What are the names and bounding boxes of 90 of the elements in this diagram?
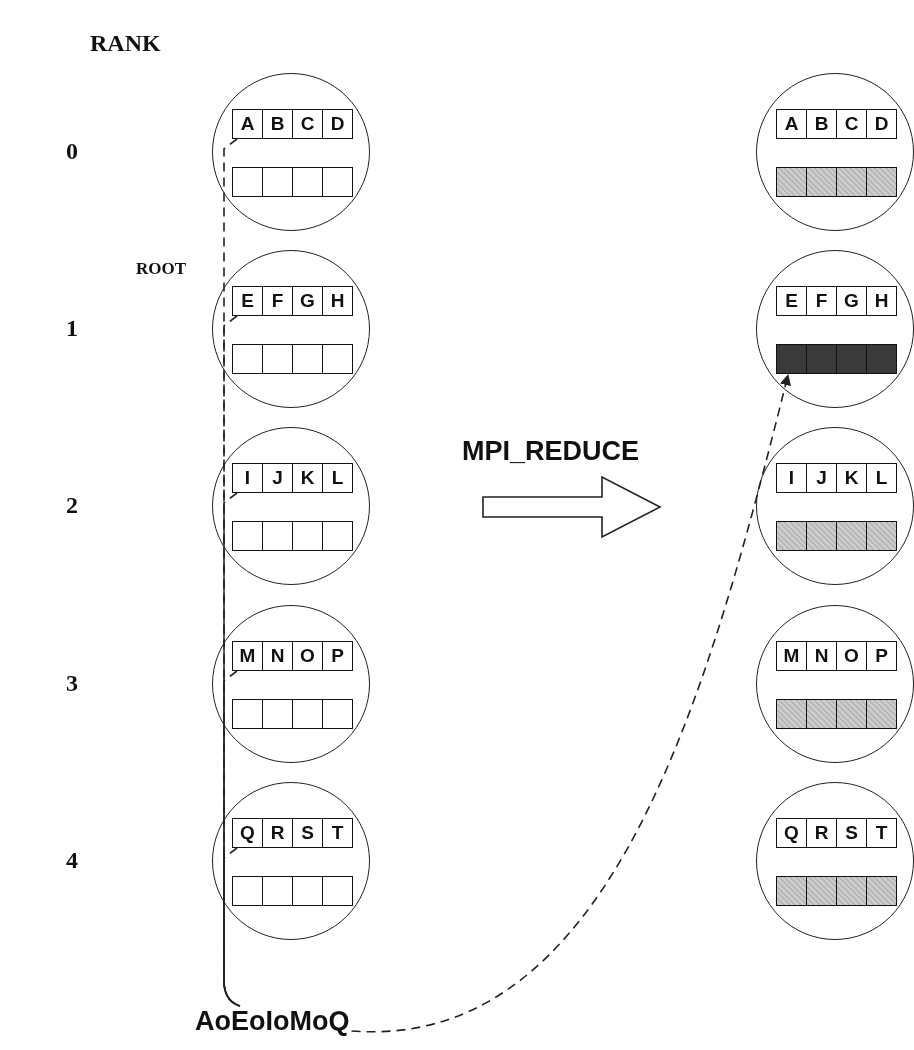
rank-number: 2 [66, 492, 78, 519]
buffer-cell [292, 521, 323, 551]
buffer-cell [866, 167, 897, 197]
heading: RANK [90, 30, 161, 57]
buffer-cell [292, 699, 323, 729]
buffer-cell [776, 699, 807, 729]
operation-label: MPI_REDUCE [462, 436, 640, 467]
buffer-cell [866, 876, 897, 906]
buffer-cell [806, 699, 837, 729]
buffer-cell: D [866, 109, 897, 139]
buffer-cell [262, 699, 293, 729]
buffer-cell [322, 167, 353, 197]
buffer-cell [866, 344, 897, 374]
buffer-cell [232, 521, 263, 551]
buffer-cell: R [262, 818, 293, 848]
buffer-cell: S [292, 818, 323, 848]
buffer-cell [232, 699, 263, 729]
buffer-cell [292, 876, 323, 906]
buffer-cell: T [322, 818, 353, 848]
buffer-cell: O [836, 641, 867, 671]
buffer-cell [806, 344, 837, 374]
buffer-cell [322, 521, 353, 551]
buffer-cell [776, 344, 807, 374]
buffer-cell: P [866, 641, 897, 671]
root-label: ROOT [136, 259, 187, 279]
rank-number: 0 [66, 138, 78, 165]
buffer-cell: A [232, 109, 263, 139]
buffer-cell [292, 167, 323, 197]
buffer-cell: R [806, 818, 837, 848]
buffer-cell: F [806, 286, 837, 316]
buffer-cell: K [292, 463, 323, 493]
buffer-cell: F [262, 286, 293, 316]
buffer-cell: N [806, 641, 837, 671]
buffer-cell: B [262, 109, 293, 139]
buffer-cell [836, 167, 867, 197]
buffer-cell [262, 876, 293, 906]
buffer-cell [232, 167, 263, 197]
buffer-cell [836, 521, 867, 551]
buffer-cell: E [776, 286, 807, 316]
buffer-cell: G [292, 286, 323, 316]
buffer-cell [806, 521, 837, 551]
buffer-cell: K [836, 463, 867, 493]
buffer-cell: I [232, 463, 263, 493]
buffer-cell: H [322, 286, 353, 316]
buffer-cell: I [776, 463, 807, 493]
buffer-cell [836, 699, 867, 729]
buffer-cell: P [322, 641, 353, 671]
buffer-cell: M [776, 641, 807, 671]
rank-number: 4 [66, 847, 78, 874]
buffer-cell: O [292, 641, 323, 671]
buffer-cell: D [322, 109, 353, 139]
buffer-cell: Q [776, 818, 807, 848]
buffer-cell: L [866, 463, 897, 493]
buffer-cell [322, 699, 353, 729]
buffer-cell [322, 876, 353, 906]
buffer-cell [232, 344, 263, 374]
buffer-cell [776, 876, 807, 906]
buffer-cell: J [262, 463, 293, 493]
buffer-cell [836, 344, 867, 374]
buffer-cell [836, 876, 867, 906]
buffer-cell: E [232, 286, 263, 316]
buffer-cell [866, 699, 897, 729]
buffer-cell [776, 167, 807, 197]
buffer-cell: C [292, 109, 323, 139]
buffer-cell [776, 521, 807, 551]
dashed-arrow [350, 373, 791, 1032]
buffer-cell: C [836, 109, 867, 139]
buffer-cell: Q [232, 818, 263, 848]
buffer-cell: T [866, 818, 897, 848]
buffer-cell: M [232, 641, 263, 671]
buffer-cell: N [262, 641, 293, 671]
buffer-cell: A [776, 109, 807, 139]
buffer-cell: H [866, 286, 897, 316]
buffer-cell [262, 167, 293, 197]
buffer-cell: B [806, 109, 837, 139]
buffer-cell: S [836, 818, 867, 848]
buffer-cell: J [806, 463, 837, 493]
rank-number: 1 [66, 315, 78, 342]
buffer-cell [806, 167, 837, 197]
buffer-cell: G [836, 286, 867, 316]
buffer-cell [866, 521, 897, 551]
buffer-cell [292, 344, 323, 374]
rank-number: 3 [66, 670, 78, 697]
buffer-cell: L [322, 463, 353, 493]
result-text: AoEoIoMoQ [195, 1006, 350, 1037]
buffer-cell [806, 876, 837, 906]
buffer-cell [322, 344, 353, 374]
buffer-cell [262, 344, 293, 374]
buffer-cell [262, 521, 293, 551]
buffer-cell [232, 876, 263, 906]
